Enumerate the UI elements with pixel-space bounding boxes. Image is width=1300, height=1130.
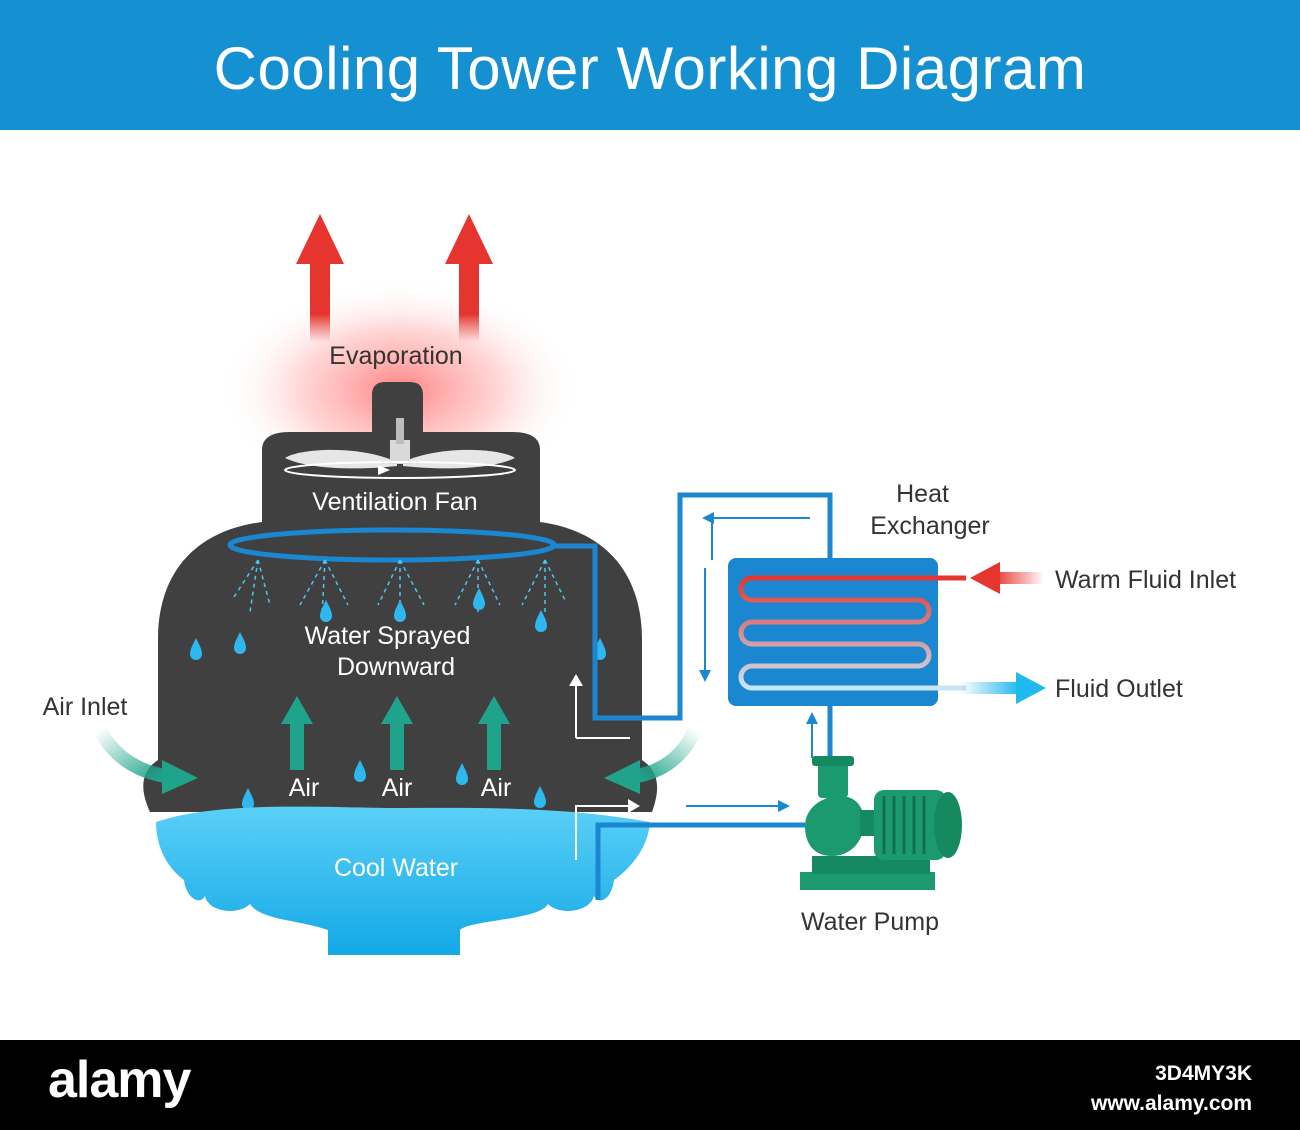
label-fluid-outlet: Fluid Outlet [1055,675,1183,703]
cooling-tower-diagram: Evaporation Ventilation Fan [43,214,1236,955]
label-water-pump: Water Pump [801,908,939,936]
label-air-inlet: Air Inlet [43,693,128,721]
watermark-footer [0,1040,1300,1130]
label-heat-exchanger: Heat Exchanger [870,480,990,540]
brand-logo: alamy [48,1051,191,1109]
label-cool-water: Cool Water [334,854,458,882]
label-water-sprayed: Water Sprayed Downward [305,622,478,681]
label-air-3: Air [481,774,512,802]
heat-exchanger [728,558,966,706]
label-ventilation-fan: Ventilation Fan [312,488,477,516]
label-warm-fluid-inlet: Warm Fluid Inlet [1055,566,1236,594]
title-banner [0,0,1300,130]
flow-arrows [569,512,818,860]
air-arrow-2 [381,696,413,770]
image-id: 3D4MY3K [1155,1062,1252,1085]
ventilation-fan [284,418,516,479]
spray-lines [231,559,566,616]
fluid-outlet-arrow [960,672,1046,704]
label-air-2: Air [382,774,413,802]
evaporation-arrow-left [296,214,344,342]
air-inlet-arrow-left [93,726,198,794]
water-pump [800,756,962,890]
label-air-1: Air [289,774,320,802]
cooling-tower: Ventilation Fan Water Sprayed Downward [143,382,658,812]
air-arrow-3 [478,696,510,770]
air-arrow-1 [281,696,313,770]
warm-fluid-inlet-arrow [970,562,1044,594]
diagram-title: Cooling Tower Working Diagram [213,35,1087,102]
cool-water-basin [156,806,650,955]
label-evaporation: Evaporation [329,342,462,370]
evaporation-arrow-right [445,214,493,342]
site-url: www.alamy.com [1090,1092,1252,1115]
air-inlet-arrow-right [604,726,702,794]
